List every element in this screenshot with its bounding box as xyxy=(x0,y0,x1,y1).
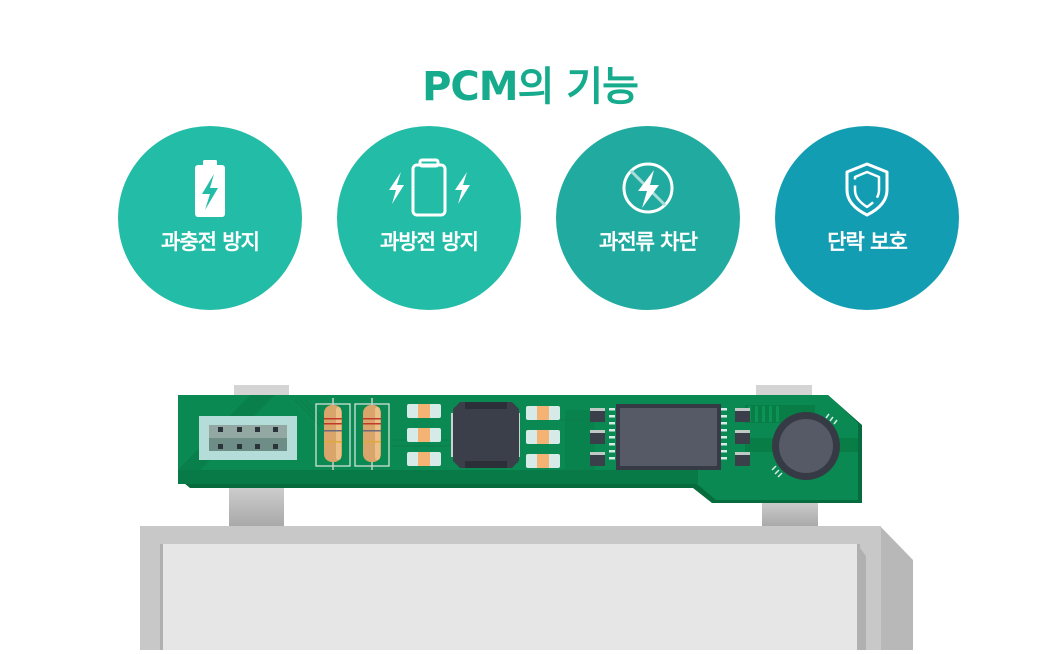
round-component xyxy=(771,412,840,480)
feature-label: 과전류 차단 xyxy=(599,230,698,254)
battery-charging-icon xyxy=(190,158,230,222)
feature-overdischarge-protection: 과방전 방지 xyxy=(337,126,521,310)
shield-icon xyxy=(837,158,897,222)
lightning-blocked-icon xyxy=(618,158,678,222)
mosfets-right xyxy=(735,408,750,466)
protection-ic-chip xyxy=(609,404,727,470)
feature-label: 단락 보호 xyxy=(827,230,908,254)
resistor-1 xyxy=(315,398,351,470)
smd-capacitors-right xyxy=(526,406,560,468)
feature-overcurrent-cutoff: 과전류 차단 xyxy=(556,126,740,310)
battery-cell xyxy=(140,526,913,650)
feature-overcharge-protection: 과충전 방지 xyxy=(118,126,302,310)
feature-label: 과충전 방지 xyxy=(161,230,260,254)
resistor-2 xyxy=(354,398,390,470)
main-ic-chip xyxy=(451,402,520,468)
connector-header xyxy=(199,416,297,460)
battery-discharge-icon xyxy=(381,158,477,222)
mosfets-left xyxy=(590,408,605,466)
pcm-board-illustration xyxy=(0,370,1060,650)
page-title: PCM의 기능 xyxy=(422,64,639,110)
feature-label: 과방전 방지 xyxy=(380,230,479,254)
feature-short-circuit-protection: 단락 보호 xyxy=(775,126,959,310)
smd-capacitors-left xyxy=(407,404,441,466)
